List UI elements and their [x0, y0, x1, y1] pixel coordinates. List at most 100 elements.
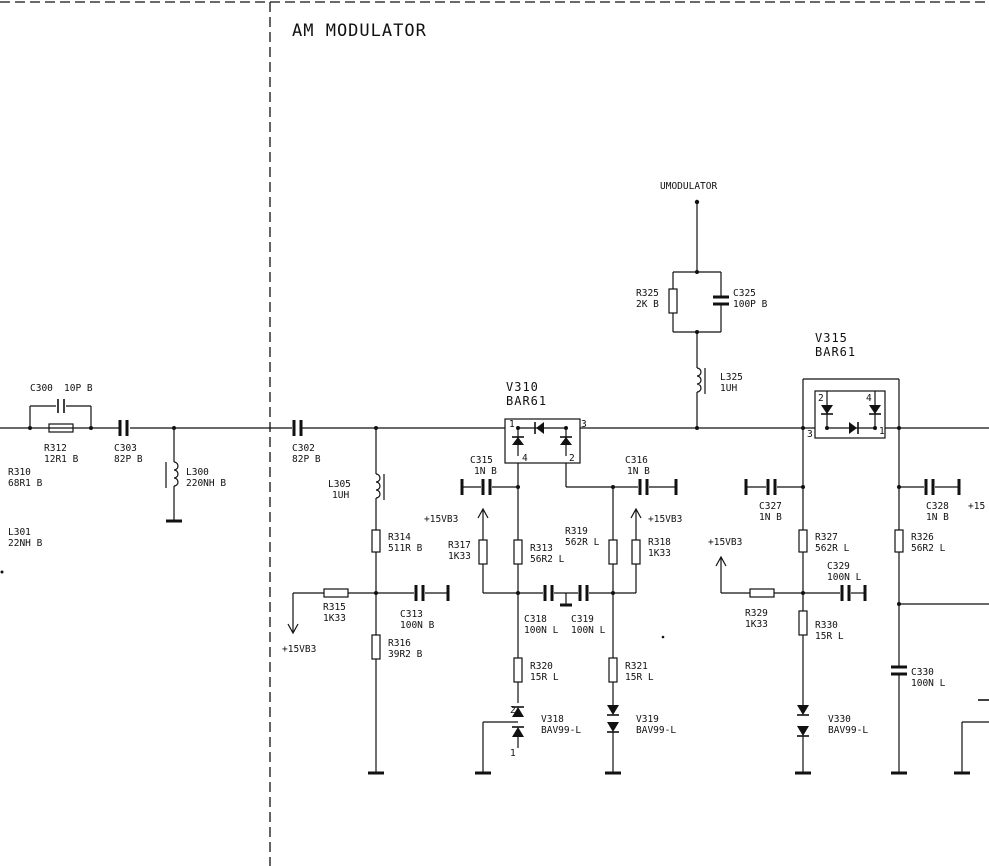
- r326-ref: R326: [911, 532, 934, 543]
- c303-value: 82P B: [114, 454, 143, 465]
- r329-value: 1K33: [745, 619, 768, 630]
- r316-ref: R316: [388, 638, 411, 649]
- c328-ref: C328: [926, 501, 949, 512]
- r325-ref: R325: [636, 288, 659, 299]
- v318-ref: V318: [541, 714, 564, 725]
- r319-value: 562R L: [565, 537, 600, 548]
- c318-value: 100N L: [524, 625, 559, 636]
- r318-supply-link: [630, 507, 642, 593]
- r315-value: 1K33: [323, 613, 346, 624]
- r330-value: 15R L: [815, 631, 844, 642]
- c329-value: 100N L: [827, 572, 862, 583]
- r315-supply-link: [287, 588, 376, 635]
- c318-c319-capacitors: [543, 585, 636, 607]
- c325-ref: C325: [733, 288, 756, 299]
- c315-ref: C315: [470, 455, 493, 466]
- r317-ref: R317: [448, 540, 471, 551]
- section-title: AM MODULATOR: [292, 21, 427, 41]
- v315-right-branch: [891, 428, 989, 775]
- c318-ref: C318: [524, 614, 547, 625]
- c319-ref: C319: [571, 614, 594, 625]
- l300-inductor: [165, 426, 182, 523]
- partial-right-edge-element: [954, 699, 989, 775]
- l301-value: 22NH B: [8, 538, 43, 549]
- c327-value: 1N B: [759, 512, 782, 523]
- v318-value: BAV99-L: [541, 725, 581, 736]
- v315-ref: V315: [815, 331, 848, 345]
- r314-value: 511R B: [388, 543, 423, 554]
- r315-ref: R315: [323, 602, 346, 613]
- l305-r314-r316-branch: [368, 426, 385, 775]
- c327-ref: C327: [759, 501, 782, 512]
- v310-ref: V310: [506, 380, 539, 394]
- c319-value: 100N L: [571, 625, 606, 636]
- v310-pin4: 4: [522, 453, 528, 464]
- v315-diode-array: [801, 378, 901, 439]
- r329-supply-link: [715, 555, 803, 598]
- l325-ref: L325: [720, 372, 743, 383]
- v315-pin3: 3: [807, 429, 813, 440]
- v310-diode-array: [504, 418, 581, 464]
- c303-ref: C303: [114, 443, 137, 454]
- umodulator-feed: [668, 199, 729, 430]
- l325-value: 1UH: [720, 383, 737, 394]
- c316-value: 1N B: [627, 466, 650, 477]
- v315-left-branch: [744, 428, 867, 775]
- net-label-supply-1: +15VB3: [282, 644, 316, 655]
- r314-ref: R314: [388, 532, 411, 543]
- v318-pin2: 2: [510, 705, 516, 716]
- r318-value: 1K33: [648, 548, 671, 559]
- c300-value: 10P B: [64, 383, 93, 394]
- c328-value: 1N B: [926, 512, 949, 523]
- v310-value: BAR61: [506, 394, 547, 408]
- net-label-supply-cut: +15: [968, 501, 985, 512]
- v318-pin1: 1: [510, 748, 516, 759]
- v315-pin2: 2: [818, 393, 824, 404]
- c329-ref: C329: [827, 561, 850, 572]
- v330-value: BAV99-L: [828, 725, 868, 736]
- r313-value: 56R2 L: [530, 554, 565, 565]
- net-label-supply-3: +15VB3: [648, 514, 682, 525]
- l301-terminal: [0, 570, 4, 574]
- v319-ref: V319: [636, 714, 659, 725]
- c302-capacitor: [292, 420, 303, 436]
- l305-ref: L305: [328, 479, 351, 490]
- v330-ref: V330: [828, 714, 851, 725]
- c330-ref: C330: [911, 667, 934, 678]
- r330-ref: R330: [815, 620, 838, 631]
- net-label-supply-2: +15VB3: [424, 514, 458, 525]
- r319-ref: R319: [565, 526, 588, 537]
- r329-ref: R329: [745, 608, 768, 619]
- r316-value: 39R2 B: [388, 649, 423, 660]
- net-label-umodulator: UMODULATOR: [660, 181, 717, 192]
- c325-value: 100P B: [733, 299, 768, 310]
- r321-ref: R321: [625, 661, 648, 672]
- c300-ref: C300: [30, 383, 53, 394]
- r326-value: 56R2 L: [911, 543, 946, 554]
- r318-ref: R318: [648, 537, 671, 548]
- v319-value: BAV99-L: [636, 725, 676, 736]
- c313-ref: C313: [400, 609, 423, 620]
- c316-ref: C316: [625, 455, 648, 466]
- r310-value: 68R1 B: [8, 478, 43, 489]
- net-label-supply-4: +15VB3: [708, 537, 742, 548]
- v310-right-branch: [565, 463, 678, 775]
- r310-ref: R310: [8, 467, 31, 478]
- r317-value: 1K33: [448, 551, 471, 562]
- l300-ref: L300: [186, 467, 209, 478]
- c302-value: 82P B: [292, 454, 321, 465]
- r327-ref: R327: [815, 532, 838, 543]
- r317-supply-link: [477, 507, 543, 594]
- v315-pin4: 4: [866, 393, 872, 404]
- l301-ref: L301: [8, 527, 31, 538]
- r312-ref: R312: [44, 443, 67, 454]
- c313-capacitor: [376, 585, 450, 601]
- r320-ref: R320: [530, 661, 553, 672]
- r325-value: 2K B: [636, 299, 659, 310]
- c302-ref: C302: [292, 443, 315, 454]
- v310-pin2: 2: [569, 453, 575, 464]
- r320-value: 15R L: [530, 672, 559, 683]
- r312-value: 12R1 B: [44, 454, 79, 465]
- r313-ref: R313: [530, 543, 553, 554]
